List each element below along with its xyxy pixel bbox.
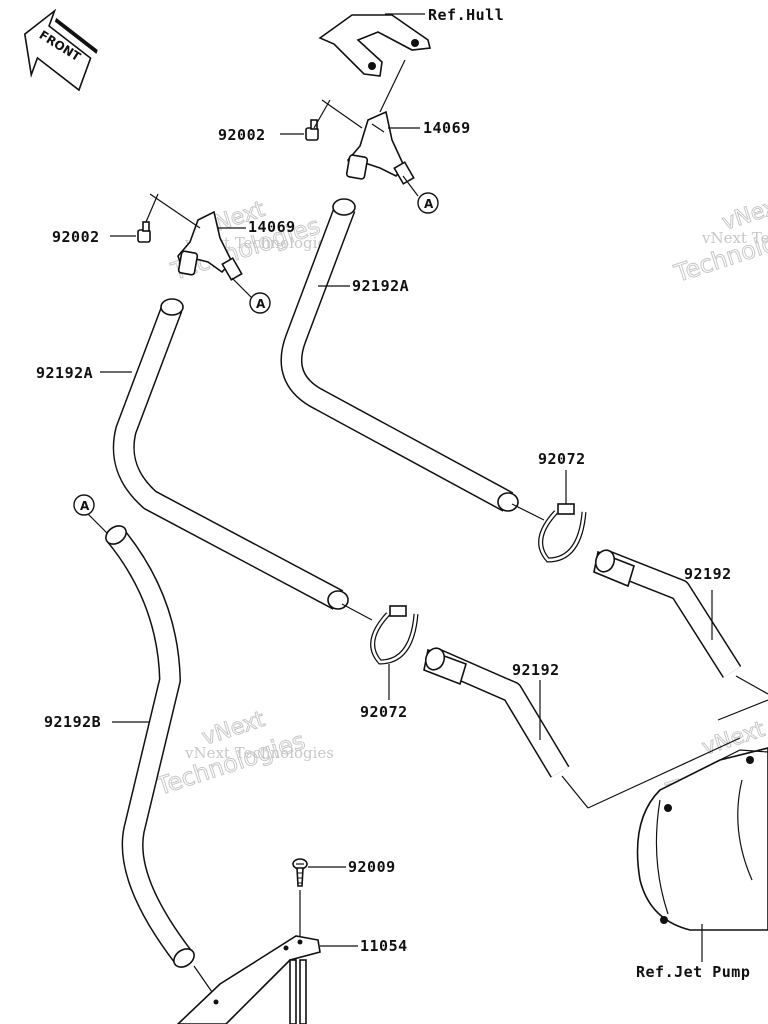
watermark-line2: vNext Technologies [701, 229, 768, 247]
label-92192b: 92192B [44, 713, 101, 731]
callout-a-upper: A [417, 192, 439, 214]
jet-pump [636, 747, 768, 931]
svg-text:A: A [424, 197, 434, 211]
hose-92192a-right [280, 198, 519, 512]
bolt-92002-upper [305, 119, 319, 141]
hose-92192-right [593, 549, 742, 678]
watermark-right: vNext vNext Technologies Technologies [670, 191, 768, 288]
hose-92192b [105, 525, 195, 968]
svg-text:A: A [256, 297, 266, 311]
label-14069-mid: 14069 [248, 218, 296, 236]
callout-a-lower: A [73, 494, 95, 516]
label-92192a-left: 92192A [36, 364, 93, 382]
callout-a-mid: A [249, 292, 271, 314]
fitting-14069-mid [177, 210, 243, 281]
front-arrow-icon: FRONT [23, 8, 98, 92]
label-92009: 92009 [348, 858, 396, 876]
label-14069-upper: 14069 [423, 119, 471, 137]
label-11054: 11054 [360, 937, 408, 955]
bracket-11054 [176, 935, 321, 1024]
screw-92009 [292, 858, 308, 887]
label-92072-left: 92072 [360, 703, 408, 721]
clamp-92072-left [370, 605, 419, 665]
label-92192-right: 92192 [684, 565, 732, 583]
label-92002-mid: 92002 [52, 228, 100, 246]
watermark-lower: vNext vNext Technologies Technologies [152, 706, 334, 801]
hull-bracket [318, 14, 431, 77]
ref-jet-pump-label: Ref.Jet Pump [636, 963, 750, 981]
watermark-line2: vNext Technologies [184, 744, 334, 762]
hose-92192a-left [112, 298, 349, 610]
bolt-92002-mid [137, 221, 151, 243]
label-92192-left: 92192 [512, 661, 560, 679]
svg-text:A: A [80, 499, 90, 513]
label-92192a-right: 92192A [352, 277, 409, 295]
hose-92192-left [423, 647, 570, 778]
fitting-14069-upper [345, 110, 415, 185]
clamp-92072-right [538, 503, 587, 563]
label-92072-right: 92072 [538, 450, 586, 468]
label-92002-upper: 92002 [218, 126, 266, 144]
ref-hull-label: Ref.Hull [428, 6, 504, 24]
